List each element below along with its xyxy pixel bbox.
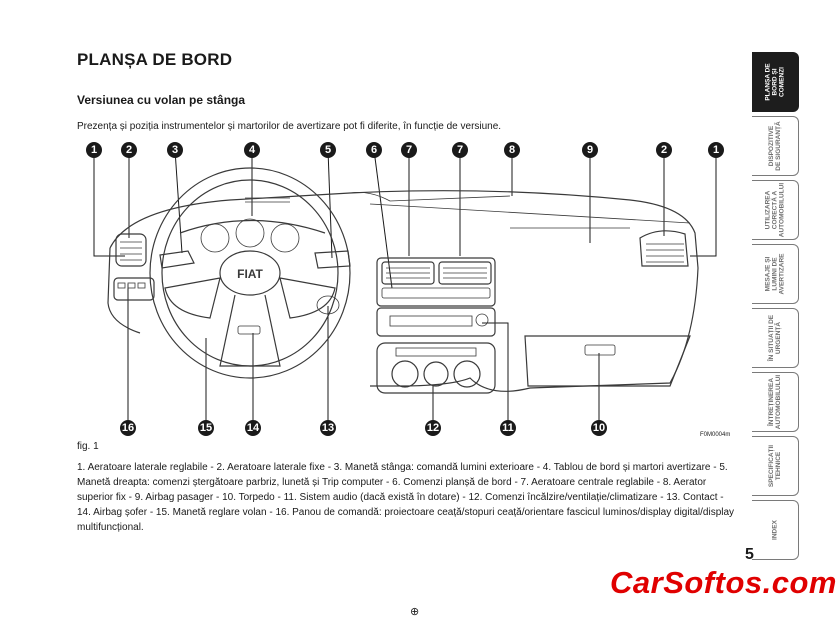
svg-text:16: 16 [122, 422, 134, 434]
svg-text:2: 2 [126, 144, 132, 156]
tab-label: SPECIFICAȚII TEHNICE [768, 444, 782, 488]
svg-text:12: 12 [427, 422, 439, 434]
callout-16: 16 [120, 420, 136, 436]
callout-10: 10 [591, 420, 607, 436]
figure-caption: 1. Aeratoare laterale reglabile - 2. Aer… [77, 462, 735, 533]
page-title: PLANȘA DE BORD [77, 50, 233, 69]
svg-text:6: 6 [371, 144, 377, 156]
callout-8: 8 [504, 142, 520, 158]
tab-dispozitive-siguranta[interactable]: DISPOZITIVE DE SIGURANȚĂ [752, 116, 799, 176]
tab-mesaje-lumini[interactable]: MESAJE ȘI LUMINI DE AVERTIZARE [752, 244, 799, 304]
callout-7-left: 7 [401, 142, 417, 158]
callout-15: 15 [198, 420, 214, 436]
callout-12: 12 [425, 420, 441, 436]
svg-text:3: 3 [172, 144, 178, 156]
tab-utilizarea-corecta[interactable]: UTILIZAREA CORECTĂ A AUTOMOBILULUI [752, 180, 799, 240]
page-number: 5 [745, 546, 754, 563]
callout-2-right: 2 [656, 142, 672, 158]
figure-label: fig. 1 [77, 441, 99, 452]
callout-7-right: 7 [452, 142, 468, 158]
svg-text:9: 9 [587, 144, 593, 156]
tab-label: PLANȘA DE BORD ȘI COMENZI [764, 63, 786, 101]
tab-label: ÎN SITUAȚII DE URGENȚĂ [768, 314, 782, 362]
svg-text:11: 11 [502, 422, 514, 434]
svg-text:8: 8 [509, 144, 515, 156]
callout-2-left: 2 [121, 142, 137, 158]
callout-14: 14 [245, 420, 261, 436]
callout-6: 6 [366, 142, 382, 158]
tab-intretinerea[interactable]: ÎNTREȚINEREA AUTOMOBILULUI [752, 372, 799, 432]
dashboard-drawing: FIAT [107, 167, 699, 394]
tab-label: DISPOZITIVE DE SIGURANȚĂ [768, 121, 782, 171]
svg-text:15: 15 [200, 422, 212, 434]
tab-label: INDEX [771, 520, 779, 540]
callout-5: 5 [320, 142, 336, 158]
callout-9: 9 [582, 142, 598, 158]
section-subtitle: Versiunea cu volan pe stânga [77, 93, 246, 107]
tab-label: UTILIZAREA CORECTĂ A AUTOMOBILULUI [764, 182, 786, 238]
callout-11: 11 [500, 420, 516, 436]
tab-label: MESAJE ȘI LUMINI DE AVERTIZARE [764, 253, 786, 295]
svg-text:14: 14 [247, 422, 260, 434]
dashboard-diagram: FIAT [86, 142, 724, 436]
svg-text:13: 13 [322, 422, 334, 434]
callout-1-left: 1 [86, 142, 102, 158]
callout-4: 4 [244, 142, 260, 158]
svg-text:1: 1 [713, 144, 719, 156]
svg-text:10: 10 [593, 422, 605, 434]
registration-mark-icon: ⊕ [410, 606, 420, 618]
callout-1-right: 1 [708, 142, 724, 158]
callout-13: 13 [320, 420, 336, 436]
svg-text:2: 2 [661, 144, 667, 156]
tab-label: ÎNTREȚINEREA AUTOMOBILULUI [768, 374, 782, 430]
figure-code: F0M0004m [700, 432, 731, 438]
tab-index[interactable]: INDEX [752, 500, 799, 560]
callout-3: 3 [167, 142, 183, 158]
tab-situatii-urgenta[interactable]: ÎN SITUAȚII DE URGENȚĂ [752, 308, 799, 368]
svg-text:5: 5 [325, 144, 331, 156]
tab-plansa-de-bord[interactable]: PLANȘA DE BORD ȘI COMENZI [752, 52, 799, 112]
svg-text:7: 7 [406, 144, 412, 156]
intro-text: Prezența și poziția instrumentelor și ma… [77, 121, 502, 132]
svg-text:1: 1 [91, 144, 97, 156]
chapter-tabs: PLANȘA DE BORD ȘI COMENZI DISPOZITIVE DE… [752, 52, 800, 564]
watermark-logo: CarSoftos.com [610, 565, 837, 600]
tab-specificatii-tehnice[interactable]: SPECIFICAȚII TEHNICE [752, 436, 799, 496]
svg-text:4: 4 [249, 144, 256, 156]
svg-text:7: 7 [457, 144, 463, 156]
steering-logo: FIAT [237, 267, 263, 281]
